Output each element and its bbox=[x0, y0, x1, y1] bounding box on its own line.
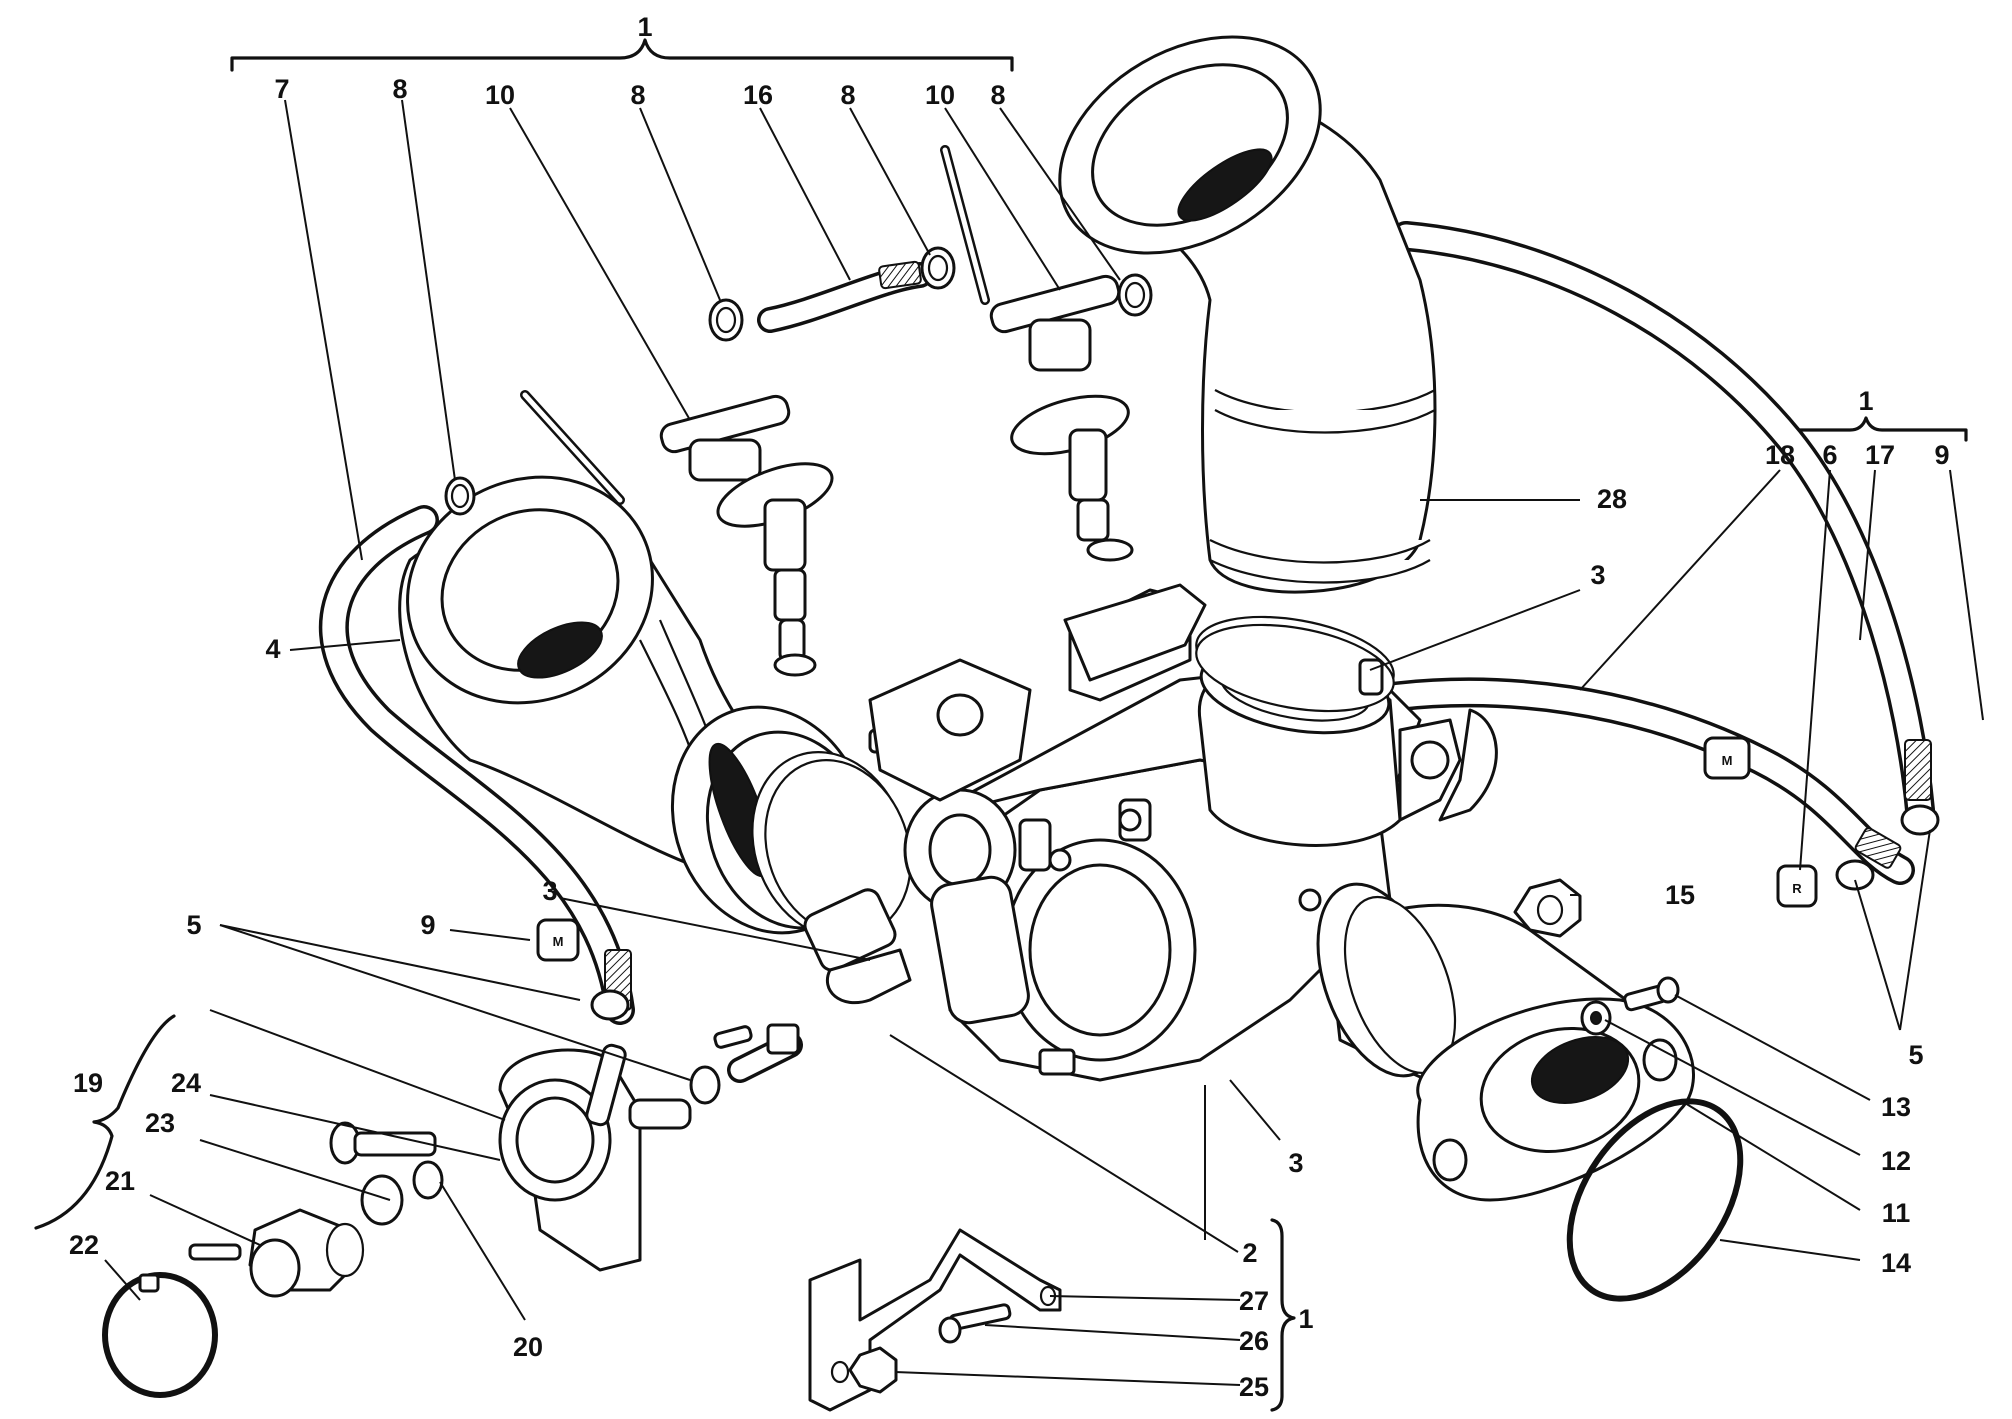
leader-lines bbox=[104, 99, 1984, 1386]
callout-3-c: 3 bbox=[1288, 1148, 1303, 1178]
callout-25: 25 bbox=[1239, 1372, 1269, 1402]
long-bolt-right bbox=[940, 145, 990, 305]
clamp-tag-r: R bbox=[1776, 864, 1818, 908]
gasket-plate-right bbox=[1063, 583, 1207, 682]
callout-right-assembly: 1 bbox=[1858, 386, 1873, 416]
clamp-8-b bbox=[708, 298, 744, 342]
callout-22: 22 bbox=[69, 1230, 99, 1260]
fitting-21 bbox=[188, 1208, 365, 1298]
callout-5-a: 5 bbox=[186, 910, 201, 940]
callout-left-assembly: 19 bbox=[73, 1068, 103, 1098]
clamp-5-right-a bbox=[1835, 859, 1875, 891]
callout-17: 17 bbox=[1865, 440, 1895, 470]
center-sensor-plug bbox=[803, 888, 912, 1005]
intake-runner-left bbox=[398, 475, 802, 882]
callout-20: 20 bbox=[513, 1332, 543, 1362]
nut-25 bbox=[848, 1346, 898, 1394]
callout-7: 7 bbox=[274, 74, 289, 104]
small-screw-center bbox=[713, 1023, 800, 1055]
bolt-24 bbox=[329, 1121, 437, 1165]
callout-16: 16 bbox=[743, 80, 773, 110]
callout-5-b: 5 bbox=[1908, 1040, 1923, 1070]
small-hose-16 bbox=[757, 260, 933, 333]
callout-labels: 1 1 1 19 7 8 10 8 16 8 10 8 4 28 3 18 6 … bbox=[69, 12, 1950, 1402]
callout-6: 6 bbox=[1822, 440, 1837, 470]
top-group-bracket bbox=[230, 38, 1014, 72]
callout-24: 24 bbox=[171, 1068, 201, 1098]
callout-13: 13 bbox=[1881, 1092, 1911, 1122]
bolt-26 bbox=[938, 1303, 1012, 1344]
callout-11: 11 bbox=[1882, 1198, 1911, 1228]
callout-top-assembly: 1 bbox=[637, 12, 652, 42]
callout-12: 12 bbox=[1881, 1146, 1911, 1176]
callout-10-a: 10 bbox=[485, 80, 515, 110]
callout-3-a: 3 bbox=[1590, 560, 1605, 590]
vacuum-hose-17 bbox=[1391, 221, 1935, 825]
callout-8-d: 8 bbox=[990, 80, 1005, 110]
o-ring-14 bbox=[1566, 1098, 1744, 1302]
callout-8-a: 8 bbox=[392, 74, 407, 104]
clamp-5-left-b bbox=[689, 1065, 721, 1105]
clamp-5-left-a bbox=[590, 989, 630, 1021]
callout-10-b: 10 bbox=[925, 80, 955, 110]
callout-27: 27 bbox=[1239, 1286, 1269, 1316]
screw-13 bbox=[1623, 976, 1680, 1012]
clamp-8-d bbox=[1117, 273, 1153, 317]
clamp-5-right-b bbox=[1900, 804, 1940, 836]
clamp-tag-m-right: M bbox=[1703, 736, 1751, 780]
callout-2: 2 bbox=[1242, 1238, 1257, 1268]
washer-12 bbox=[1580, 1000, 1612, 1036]
upper-clamp-band bbox=[1195, 615, 1395, 713]
clamp-8-c bbox=[920, 246, 956, 290]
long-bolt-left bbox=[520, 390, 625, 505]
callout-15: 15 bbox=[1665, 880, 1695, 910]
callout-21: 21 bbox=[105, 1166, 135, 1196]
upper-elbow-duct bbox=[1058, 35, 1437, 594]
callout-14: 14 bbox=[1881, 1248, 1911, 1278]
throttle-linkage bbox=[1398, 708, 1498, 822]
callout-8-c: 8 bbox=[840, 80, 855, 110]
circlip-22 bbox=[102, 1272, 218, 1398]
callout-23: 23 bbox=[145, 1108, 175, 1138]
callout-28: 28 bbox=[1597, 484, 1627, 514]
callout-3-b: 3 bbox=[542, 876, 557, 906]
right-lower-runner bbox=[1316, 882, 1695, 1202]
clamp-8-a bbox=[444, 476, 476, 516]
bracket-group-brace bbox=[1270, 1218, 1296, 1412]
bracket-27 bbox=[808, 1228, 1062, 1412]
o-ring-20 bbox=[412, 1160, 444, 1200]
callout-26: 26 bbox=[1239, 1326, 1269, 1356]
callout-9-b: 9 bbox=[420, 910, 435, 940]
sensor-housing-20 bbox=[498, 1043, 692, 1272]
clamp-tag-m-left: M bbox=[536, 918, 580, 962]
sensor-left bbox=[659, 394, 834, 677]
callout-9-a: 9 bbox=[1934, 440, 1949, 470]
left-group-bracket bbox=[34, 1014, 176, 1230]
clamp-tag-m-right-text: M bbox=[1722, 753, 1733, 768]
clamp-tag-m-left-text: M bbox=[553, 934, 564, 949]
callout-4: 4 bbox=[265, 634, 280, 664]
sensor-right bbox=[989, 274, 1134, 562]
callout-8-b: 8 bbox=[630, 80, 645, 110]
callout-18: 18 bbox=[1765, 440, 1795, 470]
callout-bracket-assembly: 1 bbox=[1298, 1304, 1313, 1334]
clamp-tag-r-text: R bbox=[1792, 881, 1802, 896]
nut-15 bbox=[1513, 878, 1582, 938]
cover-block-left bbox=[868, 658, 1032, 802]
o-ring-23 bbox=[360, 1174, 404, 1226]
right-group-bracket bbox=[1774, 416, 1968, 442]
